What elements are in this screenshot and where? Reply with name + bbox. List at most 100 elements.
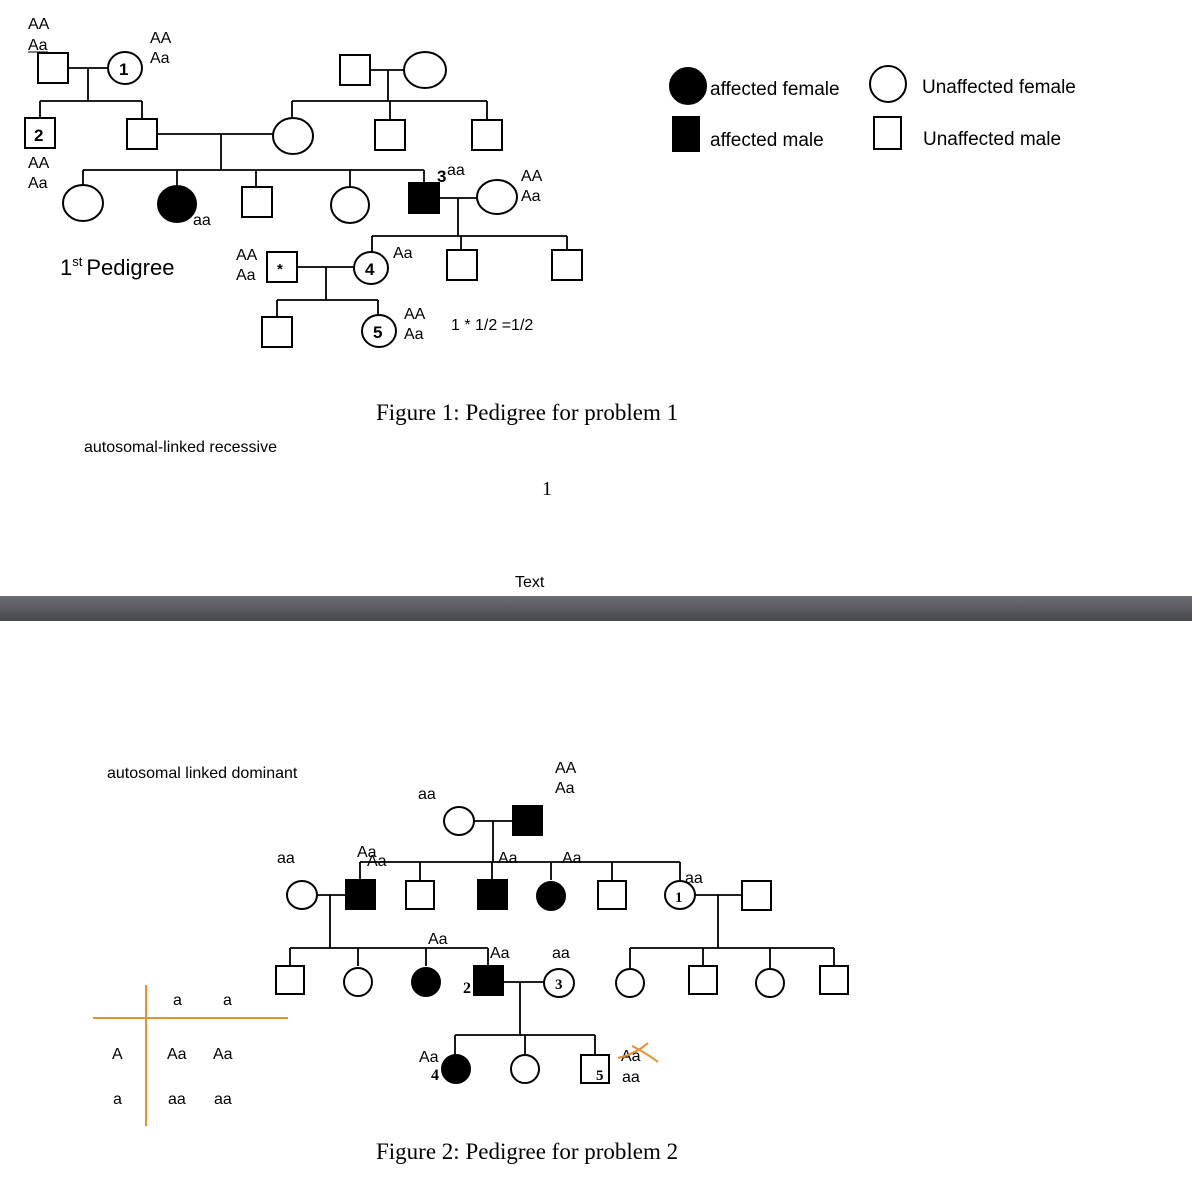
p2-individual-2 [473, 965, 504, 996]
pedigree-2: autosomal linked dominant aa AA Aa aa Aa… [107, 760, 849, 1086]
punnett-cell: Aa [167, 1046, 187, 1063]
page-divider [0, 596, 1192, 621]
p2-gen3-male-1 [275, 965, 305, 995]
p2-number-4: 4 [431, 1067, 439, 1084]
punnett-cell: aa [168, 1091, 186, 1108]
legend: affected female affected male Unaffected… [669, 65, 1076, 152]
p1-gen1-male [37, 52, 69, 84]
p1-gen1-female-right [403, 51, 447, 89]
genotype-label: aa [193, 212, 211, 229]
legend-affected-female-label: affected female [710, 79, 840, 100]
p2-gen2-male [405, 880, 435, 910]
p1-number-3: 3 [437, 167, 446, 186]
p1-gen1-male-right [339, 54, 371, 86]
p1-gen3-male [241, 186, 273, 218]
genotype-label: aa [277, 850, 295, 867]
p2-individual-4 [441, 1054, 471, 1084]
genotype-label: Aa [357, 844, 377, 861]
genotype-label: Aa [404, 326, 424, 343]
inheritance-note-2: autosomal linked dominant [107, 765, 298, 782]
p2-gen3-affected-female [411, 967, 441, 997]
p2-number-2: 2 [463, 980, 471, 997]
p2-individual-5 [580, 1054, 610, 1084]
p1-number-5: 5 [373, 323, 382, 342]
genotype-label: AA [236, 247, 258, 264]
legend-unaffected-female-symbol [869, 65, 907, 103]
genotype-label: AA [404, 306, 426, 323]
p2-gen2-male-2 [597, 880, 627, 910]
text-label: Text [515, 574, 545, 591]
genotype-label: AA [150, 30, 172, 47]
probability-calculation: 1 * 1/2 =1/2 [451, 317, 533, 334]
p1-individual-3 [408, 182, 440, 214]
genotype-label: Aa [419, 1049, 439, 1066]
p2-number-1: 1 [675, 890, 683, 906]
legend-unaffected-male-symbol [873, 116, 902, 150]
genotype-label: AA [28, 16, 50, 33]
genotype-label: Aa [28, 37, 48, 54]
pedigree-title-word: Pedigree [86, 255, 174, 280]
p1-gen4-male-2 [551, 249, 583, 281]
pedigree-title-superscript: st [72, 254, 83, 269]
p1-individual-5 [361, 314, 397, 348]
genotype-label: Aa [28, 175, 48, 192]
legend-affected-female-symbol [669, 67, 707, 105]
punnett-col-header: a [223, 992, 232, 1009]
p2-gen2-affected-male-1 [345, 879, 376, 910]
p1-gen3-female-2 [330, 186, 370, 224]
p1-individual-2 [24, 117, 56, 149]
p1-star: * [277, 261, 283, 278]
genotype-label: aa [685, 870, 703, 887]
p1-number-2: 2 [34, 126, 43, 145]
genotype-label: Aa [428, 931, 448, 948]
pedigree-title-number: 1 [60, 255, 72, 280]
genotype-label: AA [555, 760, 577, 777]
figure-1-caption: Figure 1: Pedigree for problem 1 [376, 400, 678, 425]
genotype-label: Aa [393, 245, 413, 262]
p1-number-4: 4 [365, 260, 375, 279]
inheritance-note-1: autosomal-linked recessive [84, 439, 277, 456]
legend-unaffected-male-label: Unaffected male [923, 129, 1061, 150]
legend-unaffected-female-label: Unaffected female [922, 77, 1076, 98]
pedigree-1: 1 AA Aa AA Aa 2 AA Aa [24, 16, 583, 348]
p2-gen3-female-1 [343, 967, 373, 997]
genotype-label: Aa [562, 850, 582, 867]
genotype-label: aa [418, 786, 436, 803]
p2-gen2-affected-male-2 [477, 879, 508, 910]
genotype-label: Aa [555, 780, 575, 797]
p2-gen3-male-2 [688, 965, 718, 995]
punnett-col-header: a [173, 992, 182, 1009]
genotype-label: Aa [498, 850, 518, 867]
genotype-label: Aa [236, 267, 256, 284]
p1-gen3-affected-female [157, 185, 197, 223]
p1-gen5-male [261, 316, 293, 348]
p2-number-3: 3 [555, 977, 563, 993]
p1-gen3-female-1 [62, 184, 104, 222]
genotype-label: aa [552, 945, 570, 962]
p1-star-male [266, 251, 298, 283]
punnett-row-header: a [113, 1091, 122, 1108]
punnett-row-header: A [112, 1046, 123, 1063]
legend-affected-male-label: affected male [710, 130, 824, 151]
legend-affected-male-symbol [672, 116, 700, 152]
genotype-label: Aa [150, 50, 170, 67]
p1-gen2-male-3 [471, 119, 503, 151]
p2-gen2-affected-female [536, 881, 566, 911]
figure-2-caption: Figure 2: Pedigree for problem 2 [376, 1139, 678, 1164]
p2-gen1-female [443, 806, 475, 836]
p1-individual-4 [353, 251, 389, 285]
genotype-label: Aa [490, 945, 510, 962]
genotype-label: aa [622, 1069, 640, 1086]
p2-gen2-wife [286, 880, 318, 910]
genotype-label: AA [521, 168, 543, 185]
p2-gen1-male [512, 805, 543, 836]
genotype-label: Aa [521, 188, 541, 205]
strike-mark [617, 1042, 659, 1063]
p1-gen4-male-1 [446, 249, 478, 281]
punnett-square: a a A Aa Aa a aa aa [93, 985, 288, 1126]
p1-gen2-male [126, 118, 158, 150]
p1-gen2-male-2 [374, 119, 406, 151]
p1-individual-1 [107, 51, 143, 85]
punnett-cell: Aa [213, 1046, 233, 1063]
genotype-label: AA [28, 155, 50, 172]
